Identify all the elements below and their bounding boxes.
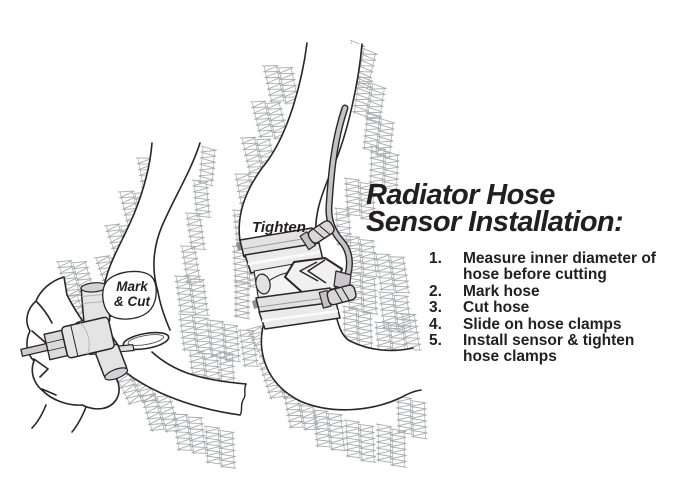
step-number: 5. bbox=[429, 332, 442, 350]
hose-clamp-lower bbox=[252, 287, 341, 330]
step-number: 4. bbox=[429, 315, 442, 333]
title-line-1: Radiator Hose bbox=[366, 179, 555, 211]
clamp-screw-upper bbox=[299, 220, 335, 251]
label-mark-cut-line-1: Mark bbox=[116, 279, 148, 294]
hose-large bbox=[238, 42, 422, 411]
step-list: 1. Measure inner diameter of hose before… bbox=[429, 250, 663, 366]
step-item-1: 1. Measure inner diameter of hose before… bbox=[429, 250, 663, 284]
step-item-3: 3. Cut hose bbox=[429, 299, 663, 317]
step-text: Mark hose bbox=[463, 282, 540, 300]
step-item-2: 2. Mark hose bbox=[429, 282, 663, 300]
step-number: 3. bbox=[429, 299, 442, 317]
label-mark-cut-line-2: & Cut bbox=[114, 293, 150, 309]
step-text: Measure inner diameter of hose before cu… bbox=[463, 250, 656, 284]
mark-cut-bubble bbox=[102, 270, 157, 320]
step-item-5: 5. Install sensor & tighten hose clamps bbox=[429, 332, 663, 366]
step-item-4: 4. Slide on hose clamps bbox=[429, 315, 663, 333]
page-title: Radiator Hose Sensor Installation: bbox=[366, 179, 624, 238]
step-text: Cut hose bbox=[463, 299, 530, 317]
label-tighten: Tighten bbox=[252, 219, 306, 236]
clamp-screw-lower bbox=[318, 284, 357, 309]
title-line-2: Sensor Installation: bbox=[366, 206, 624, 238]
step-number: 1. bbox=[429, 250, 442, 267]
step-number: 2. bbox=[429, 282, 442, 300]
label-mark-cut: Mark & Cut bbox=[102, 279, 162, 309]
coil-hatching-small-hose-right bbox=[174, 145, 260, 394]
hose-clamp-upper bbox=[236, 227, 324, 274]
step-text: Slide on hose clamps bbox=[463, 315, 622, 333]
sensor-wire bbox=[325, 104, 353, 287]
step-text: Install sensor & tighten hose clamps bbox=[463, 332, 635, 366]
sensor-assembly bbox=[236, 104, 357, 330]
